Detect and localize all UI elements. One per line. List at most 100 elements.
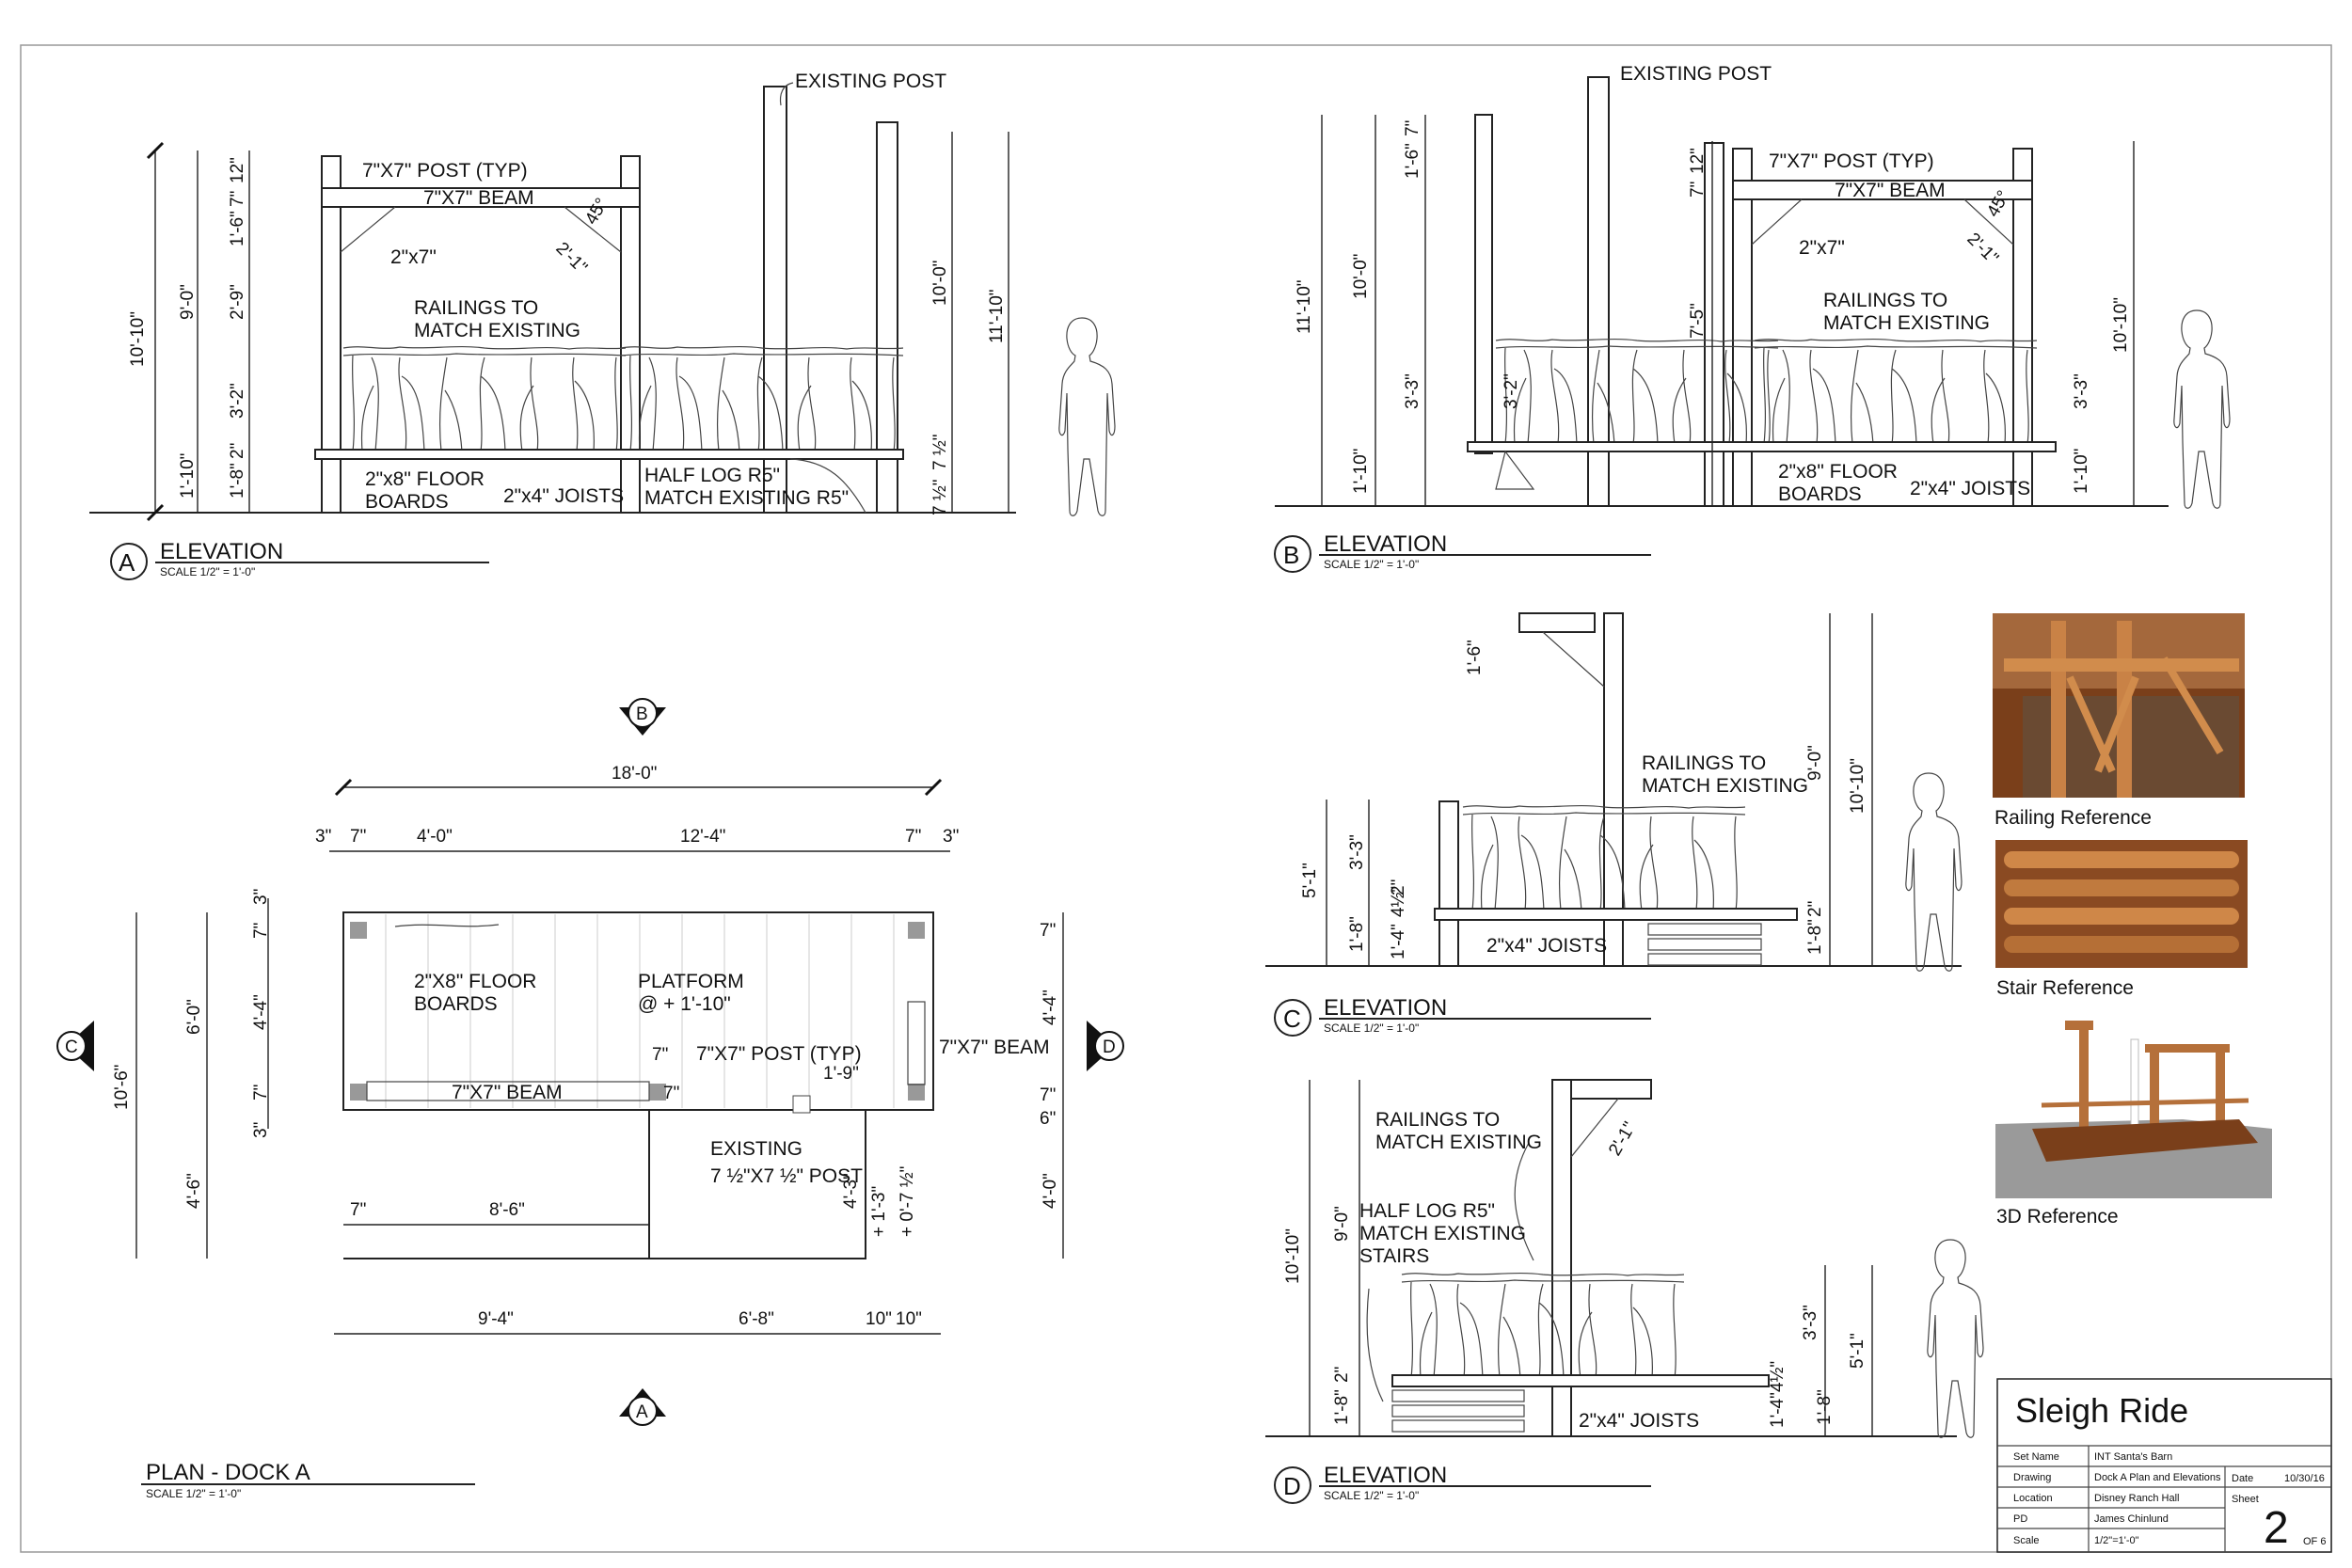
view-badge-d (1274, 1466, 1311, 1504)
view-scale-b: SCALE 1/2" = 1'-0" (1324, 558, 1419, 571)
dim-d-1-8: 1'-8" (1332, 1389, 1352, 1425)
view-letter-b: B (1283, 541, 1299, 569)
dim-c-1-8-right: 1'-8" (1805, 919, 1825, 955)
dim-plan-b3: 10" (866, 1309, 892, 1329)
elevation-d: 10'-10" 9'-0" 2" 1'-8" 2'-1" 3'-3" 5'-1"… (1265, 1079, 1984, 1504)
model-reference-render (1995, 1016, 2272, 1198)
dim-plan-l5: 7" (251, 1085, 271, 1101)
dim-c-2in: 2" (1389, 879, 1408, 895)
label-floor-a-2: BOARDS (365, 491, 449, 513)
tb-location-label: Location (2013, 1493, 2053, 1504)
dim-plan-t1: 3" (315, 827, 331, 847)
railing-reference-photo (1993, 613, 2245, 798)
dim-c-1-8: 1'-8" (1347, 916, 1367, 952)
dim-plan-t3: 4'-0" (417, 827, 453, 847)
view-badge-c (1274, 999, 1311, 1037)
dim-c-3-3: 3'-3" (1347, 834, 1367, 870)
label-plan-post-typ: 7"X7" POST (TYP) (696, 1043, 862, 1065)
plan-post-5 (649, 1084, 666, 1101)
dim-c-4half: 4½" (1389, 886, 1408, 917)
dim-plan-l6: 3" (251, 1122, 271, 1138)
dim-d-5-1: 5'-1" (1848, 1333, 1867, 1369)
dim-d-1-8-right: 1'-8" (1815, 1389, 1835, 1425)
label-railings-b-2: MATCH EXISTING (1823, 312, 1990, 334)
tb-drawing: Dock A Plan and Elevations (2094, 1472, 2221, 1483)
dim-plan-i1: 7" (350, 1200, 366, 1220)
dim-c-10-10: 10'-10" (1848, 758, 1867, 814)
label-plan-floor-1: 2"X8" FLOOR (414, 971, 536, 992)
dim-plan-i4: 1'-9" (823, 1064, 859, 1084)
label-railings-a-1: RAILINGS TO (414, 297, 538, 319)
label-joists-a: 2"x4" JOISTS (503, 485, 624, 507)
platform-b (1467, 441, 2057, 452)
label-existing-post-b: EXISTING POST (1620, 63, 1772, 85)
dim-plan-l2: 7" (251, 923, 271, 939)
label-railings-a-2: MATCH EXISTING (414, 320, 580, 341)
view-letter-a: A (119, 548, 135, 577)
plan-dock-a: 18'-0" 3" 7" 4'-0" 12'-4" 7" 3" 3" 7" 6'… (56, 698, 1124, 1500)
dim-b-3-3-right: 3'-3" (2072, 373, 2091, 409)
view-scale-plan: SCALE 1/2" = 1'-0" (146, 1487, 241, 1500)
project-title: Sleigh Ride (2015, 1391, 2188, 1430)
label-halflog-d-2: MATCH EXISTING (1359, 1223, 1526, 1244)
view-title-plan: PLAN - DOCK A (146, 1460, 310, 1485)
dim-a-beam: 12" (228, 157, 247, 183)
post-b-right (2012, 148, 2033, 507)
person-silhouette-c (1905, 772, 1963, 972)
dim-plan-b4: 10" (896, 1309, 922, 1329)
dim-b-7-5: 7'-5" (1688, 303, 1708, 339)
dim-a-7in: 7" (228, 191, 247, 207)
dim-plan-r1: 7" (1040, 921, 1056, 941)
caption-3d-reference: 3D Reference (1996, 1206, 2119, 1227)
railing-a-1 (342, 345, 627, 452)
post-b-far (1474, 114, 1493, 454)
tb-date: 10/30/16 (2284, 1473, 2325, 1484)
dim-plan-r2: 4'-4" (1041, 990, 1060, 1025)
label-halflog-a-1: HALF LOG R5" (644, 465, 780, 486)
view-badge-a (110, 543, 148, 580)
label-joists-c: 2"x4" JOISTS (1486, 935, 1607, 957)
plan-post-2 (908, 922, 925, 939)
plan-beam-right (907, 1001, 926, 1085)
person-silhouette-b (2173, 309, 2231, 509)
caption-railing-reference: Railing Reference (1994, 807, 2152, 829)
dim-plan-t4: 12'-4" (680, 827, 725, 847)
tb-date-label: Date (2232, 1473, 2253, 1484)
dim-plan-l8: 4'-6" (184, 1173, 204, 1209)
dim-a-2in: 2" (228, 443, 247, 459)
dim-c-1-4: 1'-4" (1389, 924, 1408, 959)
plan-lower-deck (648, 1109, 866, 1259)
elevation-b: 11'-10" 10'-0" 1'-10" 7" 1'-6" 3'-3" 3'-… (1274, 63, 2231, 573)
dim-plan-l3: 6'-0" (184, 999, 204, 1035)
beam-a (321, 187, 641, 208)
view-title-a: ELEVATION (160, 539, 283, 564)
tb-scale: 1/2"=1'-0" (2094, 1535, 2139, 1546)
dim-plan-total: 18'-0" (612, 764, 657, 784)
dim-plan-t6: 3" (943, 827, 959, 847)
plan-post-4 (908, 1084, 925, 1101)
tb-location: Disney Ranch Hall (2094, 1493, 2179, 1504)
beam-b (1732, 180, 2033, 200)
dim-plan-i8: 7" (663, 1084, 679, 1103)
plan-existing-post (792, 1095, 811, 1114)
dim-a-post-height: 9'-0" (178, 284, 198, 320)
dim-d-10-10: 10'-10" (1283, 1228, 1303, 1284)
platform-d (1391, 1374, 1770, 1387)
dim-plan-l1: 3" (251, 889, 271, 905)
dim-plan-t2: 7" (350, 827, 366, 847)
plan-beam-bottom (366, 1081, 650, 1101)
dim-b-1-10: 1'-10" (1351, 449, 1371, 494)
dim-plan-l7: 10'-6" (112, 1065, 132, 1110)
dim-c-1-6: 1'-6" (1465, 640, 1485, 675)
caption-stair-reference: Stair Reference (1996, 977, 2134, 999)
tb-pd: James Chinlund (2094, 1513, 2169, 1525)
dim-a-1-6: 1'-6" (228, 211, 247, 246)
title-block: Sleigh Ride Set Name INT Santa's Barn Dr… (1996, 1378, 2332, 1553)
dim-d-2-1: 2'-1" (1605, 1118, 1640, 1159)
section-letter-b: B (636, 705, 648, 724)
section-letter-d: D (1103, 1037, 1116, 1057)
sheet-border (20, 44, 2332, 1553)
dim-a-11-10: 11'-10" (987, 289, 1007, 343)
stair-reference-photo (1995, 840, 2248, 968)
